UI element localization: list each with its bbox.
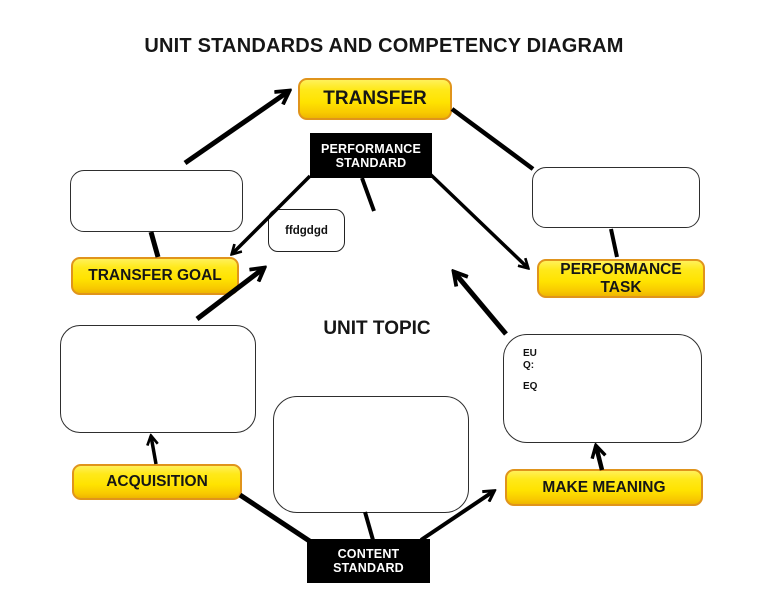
node-transfer[interactable]: TRANSFER (298, 78, 452, 120)
empty-box-bottom-left[interactable] (60, 325, 256, 433)
performance-standard-line1: PERFORMANCE (320, 141, 422, 156)
content-standard-line1: CONTENT (337, 547, 400, 561)
empty-box-top-right[interactable] (532, 167, 700, 228)
node-acquisition[interactable]: ACQUISITION (72, 464, 242, 500)
arrow-leftbox-to-transfer (183, 91, 289, 166)
node-performance-standard[interactable]: PERFORMANCE STANDARD (310, 133, 432, 178)
arrow-acquisition-to-bottomleftbox (151, 436, 156, 465)
empty-box-top-left[interactable] (70, 170, 243, 232)
diagram-title: UNIT STANDARDS AND COMPETENCY DIAGRAM (144, 35, 624, 57)
performance-task-label: PERFORMANCE TASK (560, 260, 682, 296)
connector-centerbox-to-contentstandard (363, 511, 375, 541)
transfer-label: TRANSFER (323, 88, 427, 109)
transfer-goal-label: TRANSFER GOAL (88, 267, 222, 284)
connector-transfer-to-rightbox (450, 107, 535, 171)
connector-perfstandard-stub (360, 177, 376, 212)
connector-rightbox-to-performancetask (609, 228, 619, 258)
eq-label: EQ (523, 381, 538, 392)
make-meaning-label: MAKE MEANING (542, 478, 666, 496)
empty-box-bottom-center[interactable] (273, 396, 469, 513)
performance-standard-line2: STANDARD (335, 155, 407, 170)
acquisition-label: ACQUISITION (106, 473, 208, 490)
eu-label: EU (523, 348, 537, 359)
eu-eq-box[interactable]: EU Q: EQ (503, 334, 702, 443)
unit-topic-label: UNIT TOPIC (323, 318, 431, 339)
connector-leftbox-to-transfergoal (148, 231, 161, 258)
node-transfer-goal[interactable]: TRANSFER GOAL (71, 257, 239, 295)
node-content-standard[interactable]: CONTENT STANDARD (307, 539, 430, 583)
note-box[interactable]: ffdgdgd (268, 209, 345, 252)
note-label: ffdgdgd (285, 224, 328, 237)
arrow-euqbox-to-unittopic (454, 272, 508, 336)
arrow-perfstandard-to-performancetask (428, 172, 528, 268)
arrow-makemeaning-to-euqbox (596, 446, 602, 471)
node-performance-task[interactable]: PERFORMANCE TASK (537, 259, 705, 298)
q-label: Q: (523, 359, 535, 371)
node-make-meaning[interactable]: MAKE MEANING (505, 469, 703, 506)
content-standard-line2: STANDARD (333, 561, 404, 575)
